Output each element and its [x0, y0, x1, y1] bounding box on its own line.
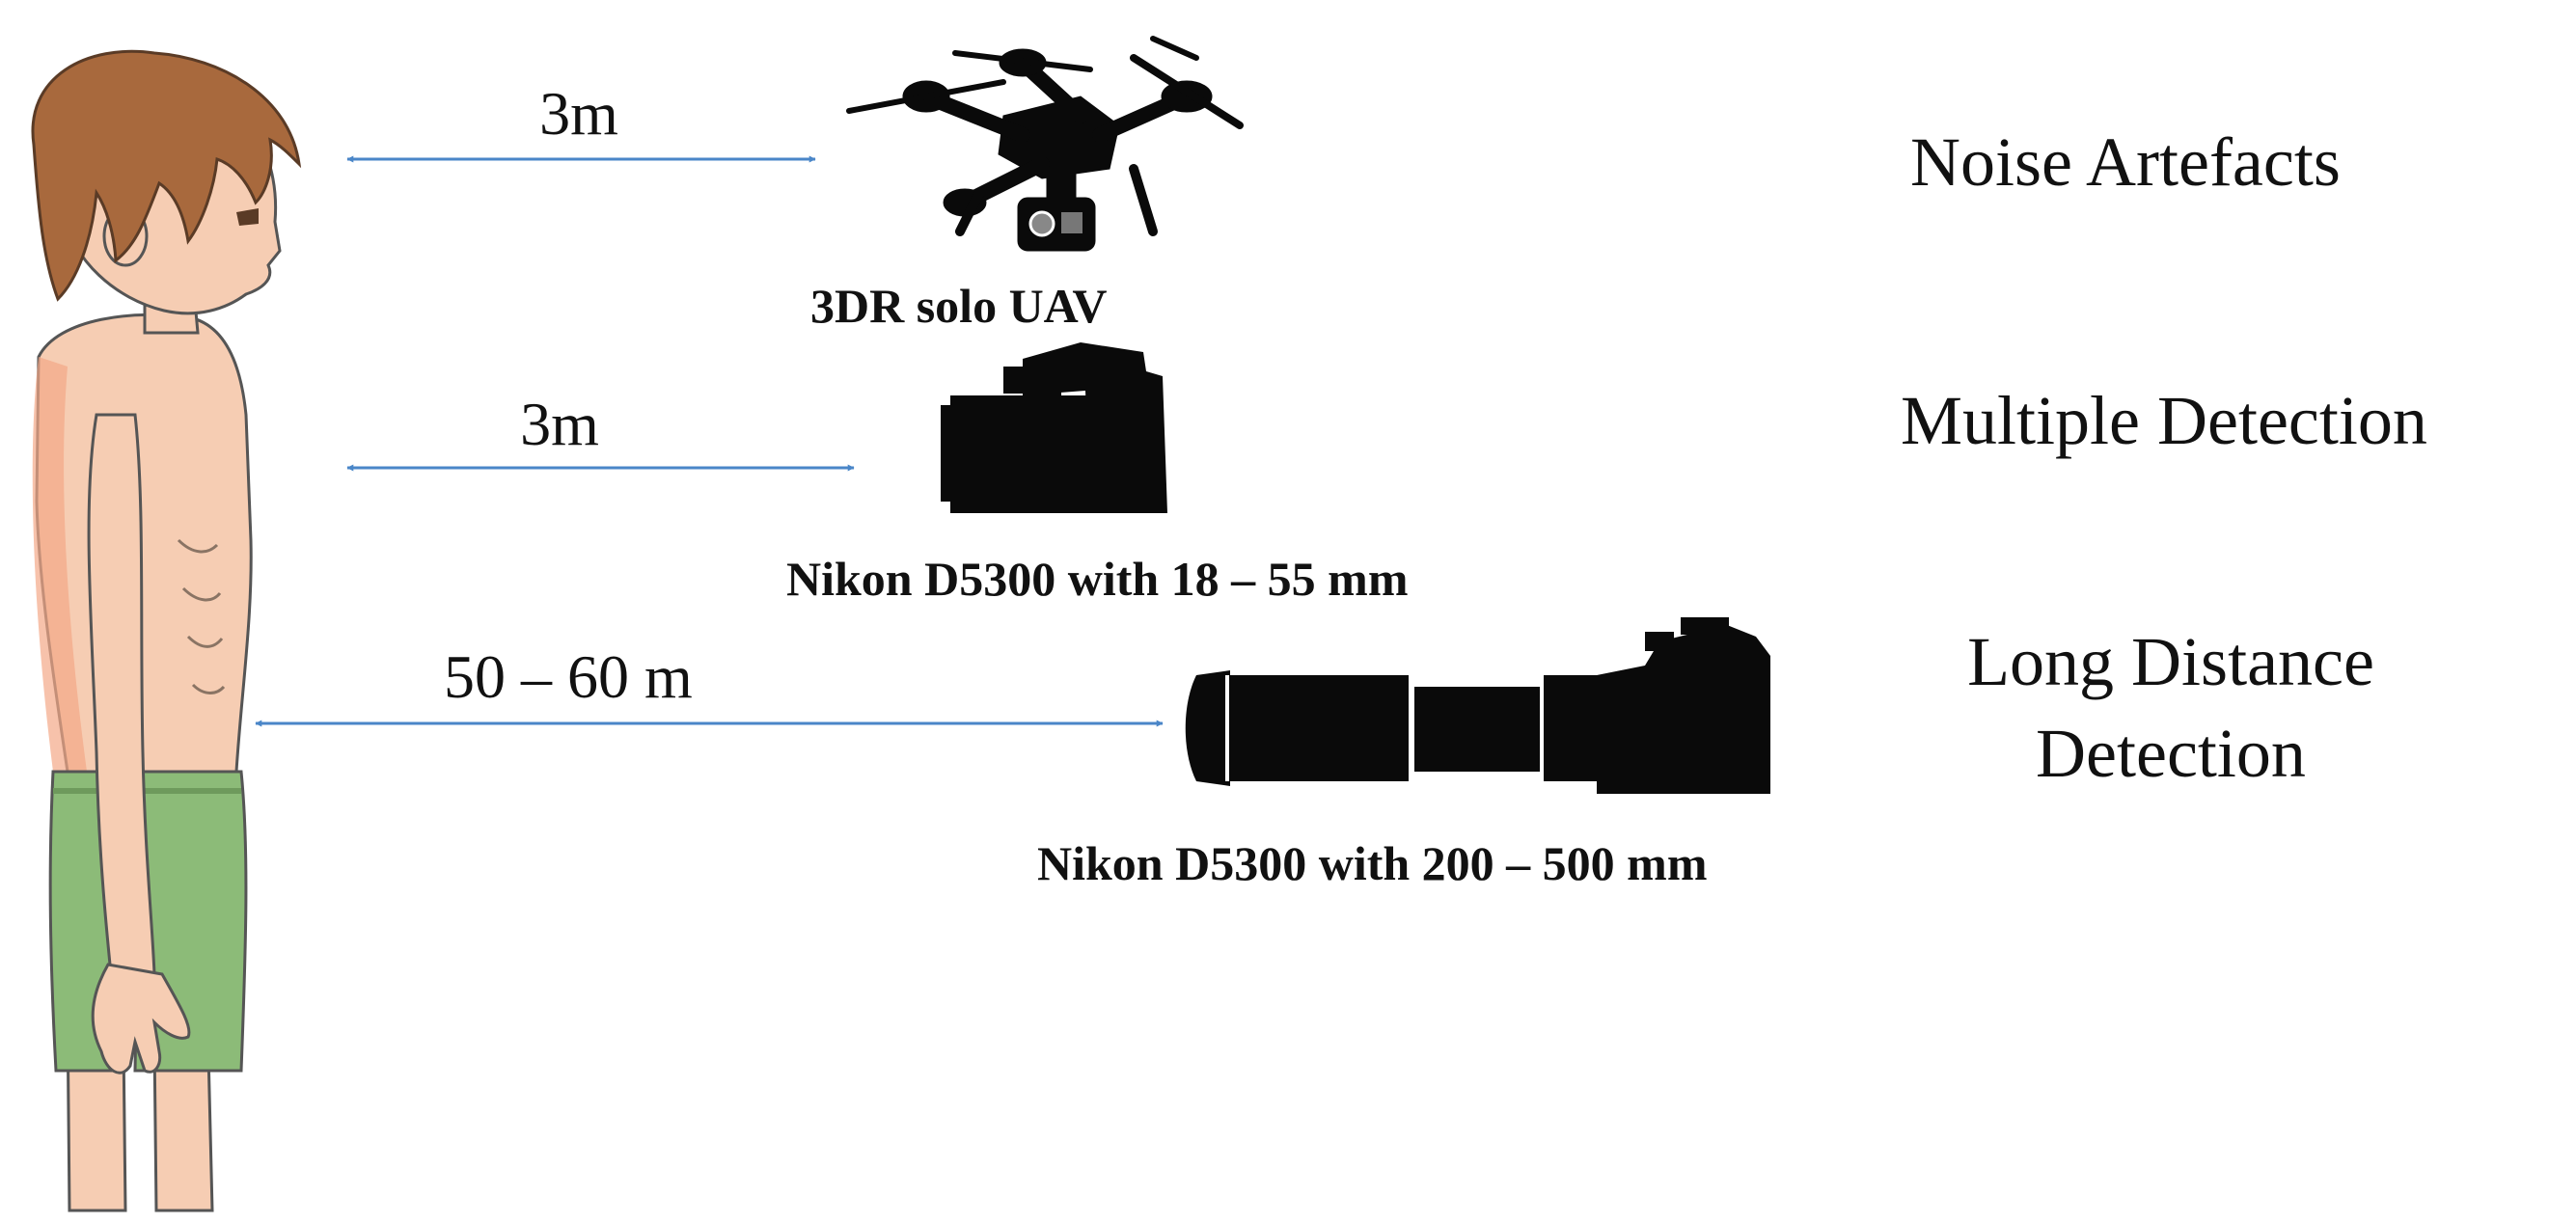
distance-label-camera-long: 50 – 60 m: [444, 642, 693, 711]
device-label-camera-long: Nikon D5300 with 200 – 500 mm: [1037, 836, 1708, 890]
drone-icon: [846, 36, 1244, 252]
distance-label-camera-short: 3m: [520, 390, 599, 458]
result-label-camera-short: Multiple Detection: [1901, 382, 2427, 459]
camera-icon: [941, 342, 1167, 513]
result-label-camera-long-line2: Detection: [2036, 715, 2306, 792]
result-label-uav: Noise Artefacts: [1910, 123, 2341, 201]
distance-label-uav: 3m: [539, 79, 618, 148]
person-illustration: [31, 49, 302, 1212]
device-label-camera-short: Nikon D5300 with 18 – 55 mm: [786, 552, 1409, 606]
telephoto-camera-icon: [1185, 617, 1770, 794]
device-label-uav: 3DR solo UAV: [810, 279, 1108, 333]
result-label-camera-long-line1: Long Distance: [1967, 623, 2374, 700]
